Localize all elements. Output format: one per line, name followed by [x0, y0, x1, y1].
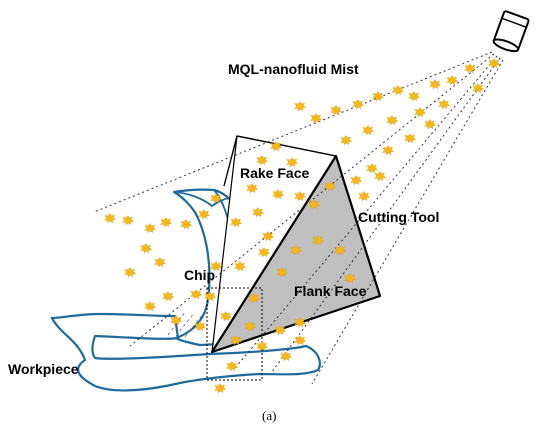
- rake-face-left-edge: [223, 135, 238, 187]
- droplet-splash-icon: [190, 289, 202, 299]
- droplet-splash-icon: [204, 291, 216, 301]
- mist-label: MQL-nanofluid Mist: [228, 61, 359, 77]
- droplet-splash-icon: [382, 145, 394, 155]
- cutting-tool-label: Cutting Tool: [358, 209, 439, 225]
- droplet-splash-icon: [362, 125, 374, 135]
- droplet-splash-icon: [414, 107, 426, 117]
- chip-label: Chip: [184, 267, 215, 283]
- droplet-splash-icon: [226, 361, 238, 371]
- droplet-splash-icon: [340, 135, 352, 145]
- droplet-splash-icon: [214, 383, 226, 393]
- droplet-splash-icon: [358, 191, 370, 201]
- droplet-splash-icon: [104, 213, 116, 223]
- droplet-splash-icon: [464, 63, 476, 73]
- droplet-splash-icon: [124, 267, 136, 277]
- flank-face-label: Flank Face: [294, 283, 367, 299]
- droplet-splash-icon: [162, 291, 174, 301]
- chip-top-edge: [173, 191, 233, 208]
- spray-nozzle-icon: [492, 10, 530, 53]
- droplet-splash-icon: [294, 335, 306, 345]
- figure-caption: (a): [262, 408, 276, 423]
- droplet-splash-icon: [352, 99, 364, 109]
- droplet-splash-icon: [424, 119, 436, 129]
- droplet-splash-icon: [198, 209, 210, 219]
- droplet-splash-icon: [438, 99, 450, 109]
- droplet-splash-icon: [429, 79, 441, 89]
- droplet-splash-icon: [408, 91, 420, 101]
- droplet-splash-icon: [144, 223, 156, 233]
- droplet-splash-icon: [180, 219, 192, 229]
- cutting-zone-box: [206, 287, 263, 381]
- mist-spray-cone: [93, 51, 504, 385]
- droplet-splash-icon: [280, 351, 292, 361]
- droplet-splash-icon: [472, 83, 484, 93]
- rake-face-top-edge: [236, 135, 337, 157]
- droplet-splash-icon: [144, 301, 156, 311]
- droplet-splash-icon: [256, 341, 268, 351]
- droplet-splash-icon: [446, 75, 458, 85]
- droplet-splash-icon: [392, 85, 404, 95]
- droplet-splash-icon: [404, 133, 416, 143]
- workpiece-label: Workpiece: [8, 361, 79, 377]
- droplet-splash-icon: [140, 243, 152, 253]
- droplet-splash-icon: [386, 115, 398, 125]
- droplet-splash-icon: [488, 58, 500, 68]
- droplet-splash-icon: [160, 217, 172, 227]
- droplet-splash-icon: [366, 163, 378, 173]
- droplet-splash-icon: [374, 171, 386, 181]
- droplet-splash-icon: [350, 175, 362, 185]
- droplet-splash-icon: [154, 257, 166, 267]
- droplet-splash-icon: [122, 215, 134, 225]
- droplet-splash-icon: [294, 101, 306, 111]
- droplet-splash-icon: [330, 105, 342, 115]
- rake-face-label: Rake Face: [240, 165, 309, 181]
